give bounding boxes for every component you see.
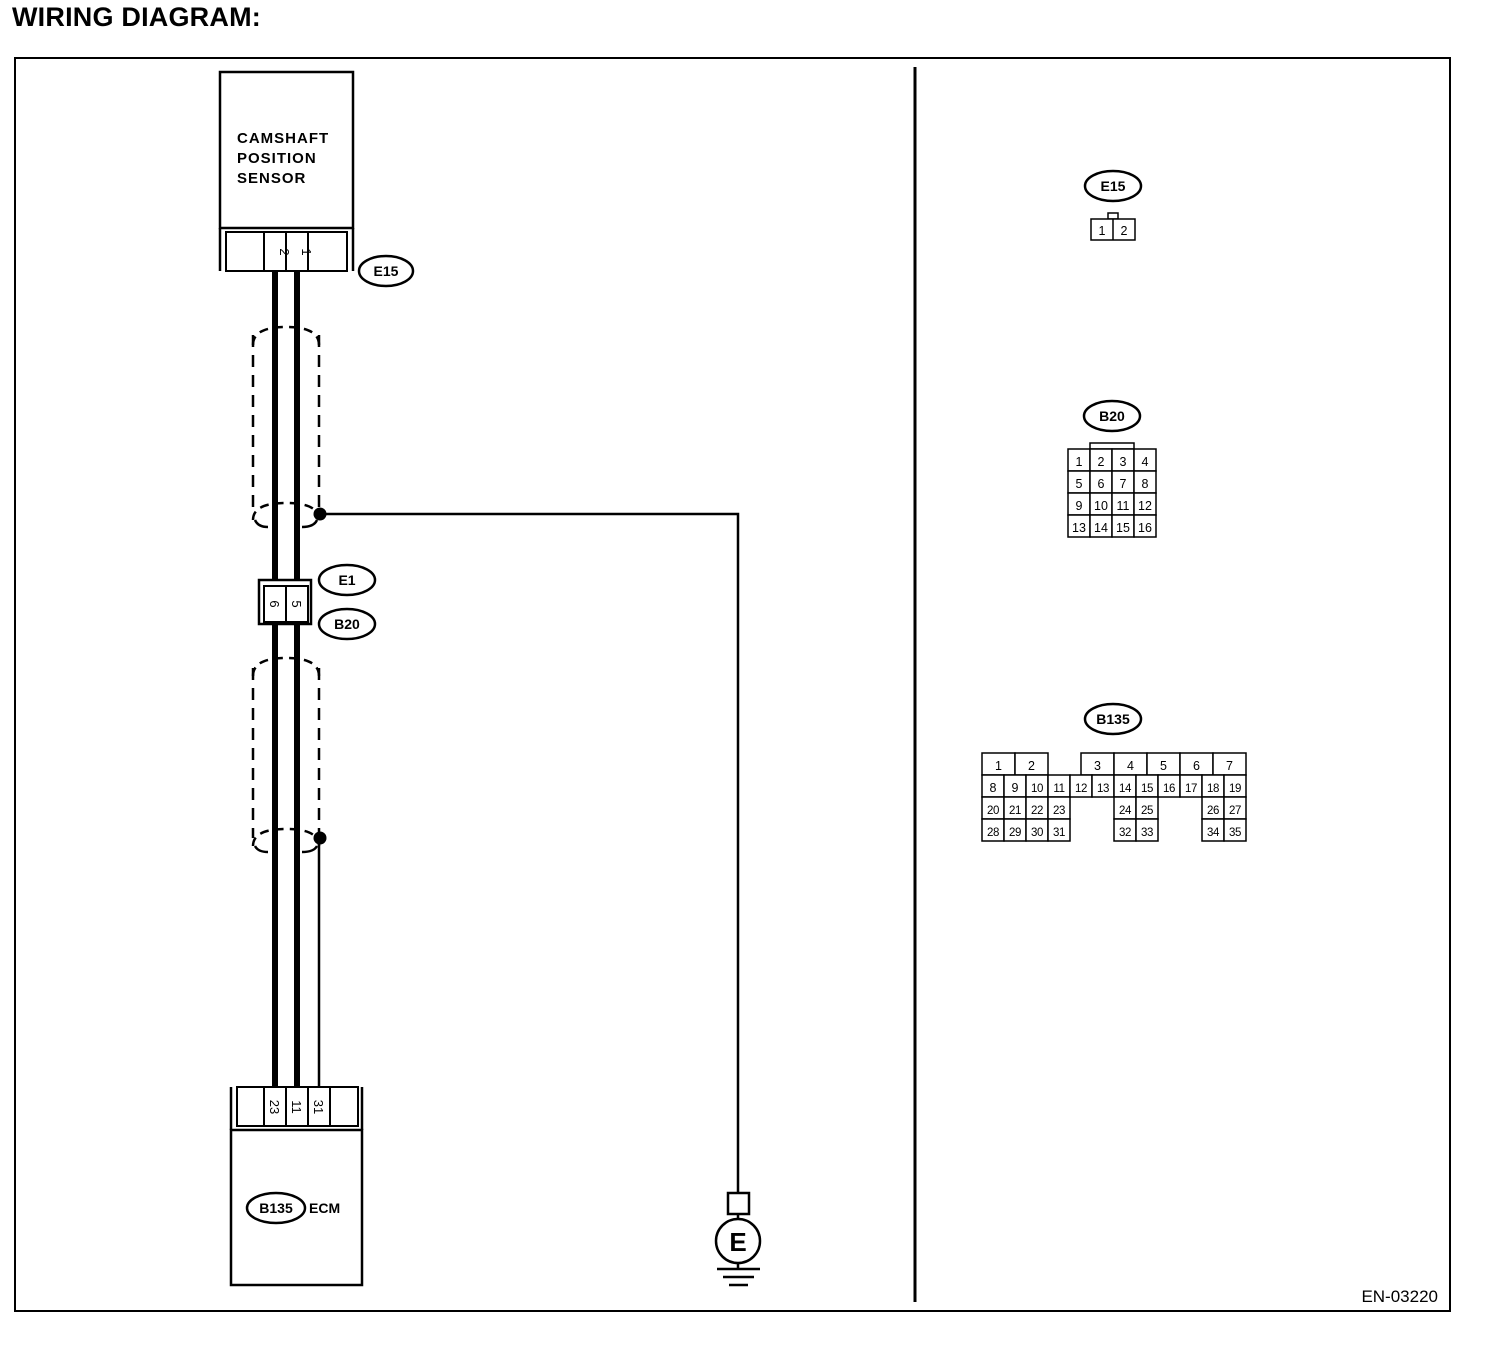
sensor-pin-label: 1 <box>299 248 314 255</box>
pin-cell-box <box>1133 514 1157 538</box>
pin-cell: 17 <box>1185 783 1197 795</box>
pin-cell: 10 <box>1094 499 1108 513</box>
ground-symbol: E <box>714 1191 762 1287</box>
connector-tag-e1: E1 <box>317 563 377 597</box>
pin-cell: 9 <box>1076 499 1083 513</box>
pin-cell: 7 <box>1226 759 1233 773</box>
ecm-label: ECM <box>309 1200 340 1216</box>
pin-cell: 32 <box>1119 827 1131 839</box>
sensor-label-line-3: SENSOR <box>237 170 306 187</box>
pin-cell: 6 <box>1193 759 1200 773</box>
pin-cell: 12 <box>1138 499 1152 513</box>
pin-cell: 30 <box>1031 827 1043 839</box>
pin-cell: 4 <box>1127 759 1134 773</box>
ecm-pin-label: 23 <box>267 1100 282 1114</box>
pin-cell: 16 <box>1138 521 1152 535</box>
pin-cell: 19 <box>1229 783 1241 795</box>
connector-view-id: E15 <box>1101 178 1126 194</box>
page-title: WIRING DIAGRAM: <box>12 2 261 32</box>
connector-view-e15: E15 1 2 <box>1083 169 1143 241</box>
pin-cell-box <box>1135 818 1159 842</box>
pin-cell: 21 <box>1009 805 1021 817</box>
connector-view-id: B135 <box>1096 711 1130 727</box>
pin-cell: 1 <box>995 759 1002 773</box>
pin-cell: 18 <box>1207 783 1219 795</box>
pin-cell: 22 <box>1031 805 1043 817</box>
pin-cell: 29 <box>1009 827 1021 839</box>
svg-text:B20: B20 <box>334 616 360 632</box>
pin-cell: 23 <box>1053 805 1065 817</box>
connector-tag-b20: B20 <box>317 607 377 641</box>
pin-cell: 13 <box>1097 783 1109 795</box>
diagram-frame <box>14 57 1451 1312</box>
pin-cell: 24 <box>1119 805 1132 817</box>
pin-cell: 27 <box>1229 805 1241 817</box>
pin-cell: 1 <box>1099 224 1106 238</box>
pin-cell: 11 <box>1117 499 1130 513</box>
pin-cell: 25 <box>1141 805 1153 817</box>
sensor-label-line-1: CAMSHAFT <box>237 130 329 147</box>
pin-cell: 15 <box>1116 521 1130 535</box>
junction-pin-label: 6 <box>267 600 282 607</box>
pin-cell: 9 <box>1012 781 1019 795</box>
ecm-connector-label: B135 <box>259 1200 293 1216</box>
ecm-pin-label: 11 <box>289 1100 304 1114</box>
connector-view-id: B20 <box>1099 408 1125 424</box>
pin-cell-box <box>1047 818 1071 842</box>
connector-tag-b135 <box>245 1191 307 1225</box>
sensor-pin-label: 2 <box>277 248 292 255</box>
pin-cell: 4 <box>1142 455 1149 469</box>
pin-cell: 31 <box>1053 827 1065 839</box>
shield-lower <box>251 656 321 854</box>
sensor-label-line-2: POSITION <box>237 150 317 167</box>
connector-tag-e15: E15 <box>357 254 415 288</box>
pin-cell: 8 <box>1142 477 1149 491</box>
pin-cell: 28 <box>987 827 999 839</box>
pin-cell: 11 <box>1053 783 1064 795</box>
pin-cell: 35 <box>1229 827 1241 839</box>
pin-cell: 13 <box>1072 521 1086 535</box>
pin-cell: 7 <box>1120 477 1127 491</box>
pin-cell: 3 <box>1094 759 1101 773</box>
ecm-unit: 23 11 31 B135 ECM <box>229 1086 364 1287</box>
pin-cell: 15 <box>1141 783 1153 795</box>
pin-cell: 14 <box>1094 521 1108 535</box>
pin-cell: 16 <box>1163 783 1175 795</box>
pin-cell: 33 <box>1141 827 1153 839</box>
pin-cell: 2 <box>1098 455 1105 469</box>
pin-cell: 20 <box>987 805 999 817</box>
junction-connector: 6 5 <box>257 578 313 626</box>
ground-wire <box>320 512 740 1193</box>
shield-upper <box>251 325 321 529</box>
svg-text:E15: E15 <box>374 263 399 279</box>
pin-cell: 2 <box>1121 224 1128 238</box>
pin-cell-box <box>1223 818 1247 842</box>
diagram-code: EN-03220 <box>1361 1287 1438 1306</box>
pin-cell: 8 <box>990 781 997 795</box>
signal-wires <box>272 271 300 1090</box>
pin-cell: 26 <box>1207 805 1219 817</box>
pin-cell: 1 <box>1076 455 1083 469</box>
pin-cell: 2 <box>1028 759 1035 773</box>
pin-cell: 5 <box>1160 759 1167 773</box>
pin-cell: 3 <box>1120 455 1127 469</box>
pin-cell: 34 <box>1207 827 1220 839</box>
pin-cell: 14 <box>1119 783 1132 795</box>
junction-pin-label: 5 <box>289 600 304 607</box>
pin-cell: 12 <box>1075 783 1087 795</box>
ground-label: E <box>729 1227 746 1257</box>
pin-cell: 5 <box>1076 477 1083 491</box>
ecm-pin-label: 31 <box>311 1100 326 1114</box>
camshaft-position-sensor: CAMSHAFT POSITION SENSOR 2 1 <box>218 70 355 272</box>
pin-cell: 10 <box>1031 783 1043 795</box>
svg-text:E1: E1 <box>338 572 355 588</box>
pin-cell: 6 <box>1098 477 1105 491</box>
